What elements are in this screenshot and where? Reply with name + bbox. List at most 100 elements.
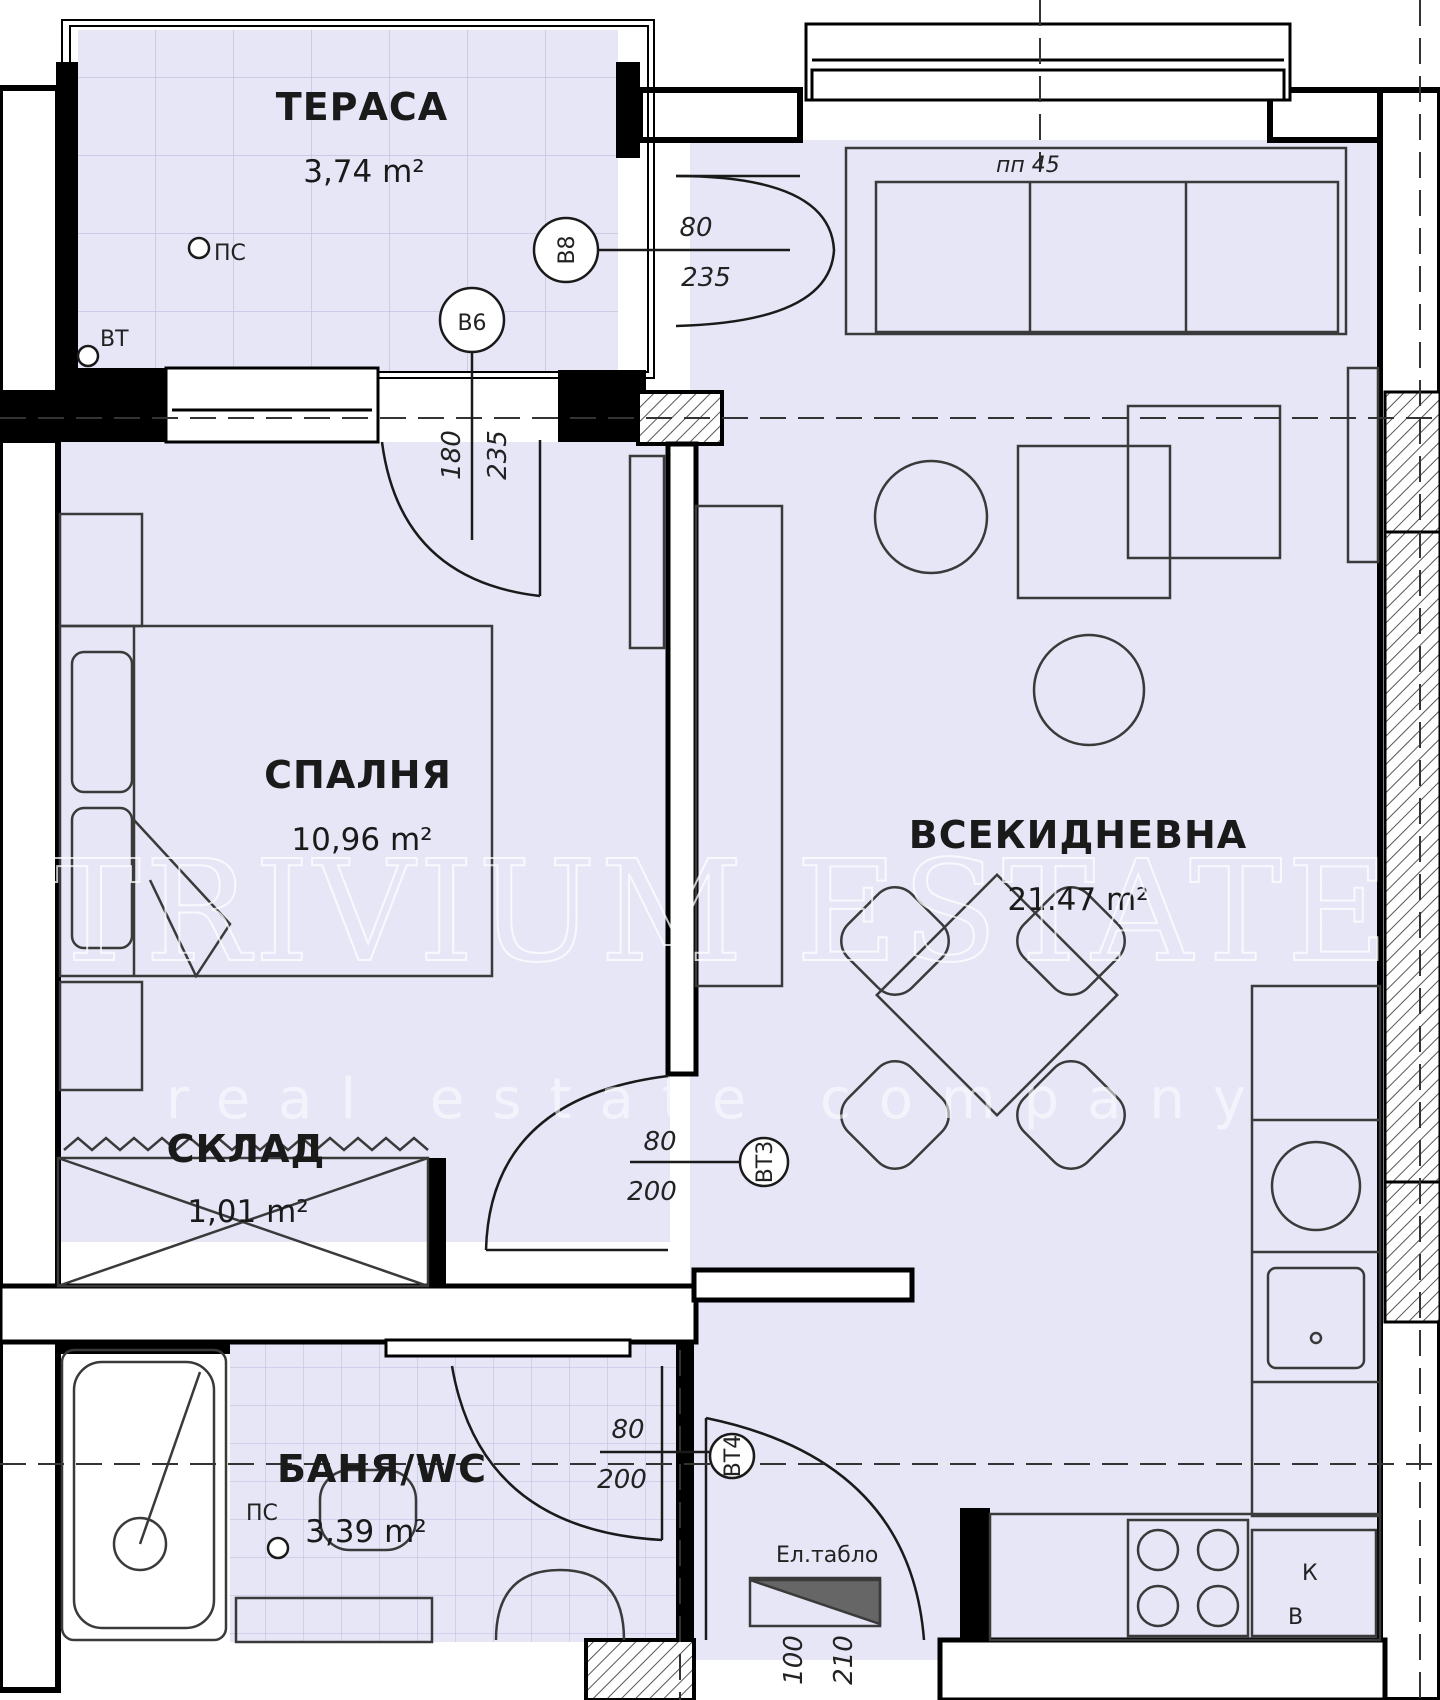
pouf-2 [1032,633,1146,747]
hob-burner-1 [1136,1528,1180,1572]
bath-left-wall [58,1342,230,1354]
room-area-storage: 1,01 m² [187,1194,309,1230]
door-b6-height: 235 [483,430,513,480]
window-bath [384,1338,632,1358]
sink-bowl [494,1568,626,1641]
shower-head [112,1516,168,1572]
door-b8-swing [675,174,836,328]
door-b8-width: 80 [679,213,712,243]
tag-bt4-circle [708,1432,756,1480]
door-bt4-swing [705,1416,926,1641]
room-name-storage: СКЛАД [167,1127,326,1171]
boiler-box [1250,1528,1378,1638]
door-bath-swing [450,1365,663,1542]
panel-height: 210 [829,1635,859,1685]
dining-table [875,873,1119,1117]
door-b8-code: В8 [555,235,580,264]
storage-right-wall [428,1158,446,1288]
bottom-wall-right [937,1637,1388,1700]
vt-terrace-label: ВТ [100,327,129,352]
bathtub [60,1348,228,1642]
room-name-bedroom: СПАЛНЯ [264,753,452,797]
living-top-wall [637,87,803,143]
storage-bottom-wall [0,1283,699,1345]
door-bt3-code: ВТ3 [753,1141,778,1184]
ps-bath-label: ПС [246,1501,278,1526]
bottom-wall-left [584,1638,696,1700]
room-area-terrace: 3,74 m² [303,154,425,190]
room-name-bathroom: БАНЯ/WC [277,1447,487,1491]
room-name-living: ВСЕКИДНЕВНА [909,813,1247,857]
door-bt3-height: 200 [627,1177,677,1207]
sink-drain [1309,1331,1323,1345]
watermark: TRIVIUM ESTATE real estate company [46,830,1389,1132]
nightstand-1 [58,512,144,628]
ac-bedroom [628,454,666,650]
storage-cross-2 [57,1156,429,1288]
chair-1 [840,886,950,996]
kitchen-end-wall [960,1508,990,1640]
chair-4 [1016,1060,1126,1170]
sill-label: пп 45 [996,153,1060,178]
walls [0,62,1440,1700]
door-bt4-height: 200 [597,1465,647,1495]
room-area-bedroom: 10,96 m² [291,822,432,858]
bed [58,624,494,978]
hob-burner-3 [1136,1584,1180,1628]
room-area-bathroom: 3,39 m² [305,1514,427,1550]
doors [380,174,926,1641]
bedroom-floor [58,442,670,1242]
table-back [1126,404,1282,560]
door-b8-height: 235 [681,263,731,293]
bedroom-top-wall-mid [558,370,646,442]
panel-width: 100 [779,1635,809,1685]
hob-burner-4 [1196,1584,1240,1628]
partition-bedroom-living [665,441,699,1077]
door-bt3-width: 80 [643,1127,676,1157]
door-bt4-width: 80 [611,1415,644,1445]
room-labels: ТЕРАСА 3,74 m² СПАЛНЯ 10,96 m² ВСЕКИДНЕВ… [167,85,1247,1550]
door-b6-width: 180 [437,430,467,480]
furniture [56,146,1382,1644]
door-bt3-swing [484,1074,669,1251]
ps-terrace-label: ПС [214,241,246,266]
ps-terrace-icon [187,236,211,260]
kitchen-sink [1266,1266,1366,1370]
left-wall [0,85,61,446]
sofa [844,146,1348,336]
right-wall-hatch-3 [1383,1180,1440,1324]
door-b6-swing [380,441,541,598]
shower-hose [138,1371,202,1545]
bathroom-floor [230,1342,680,1642]
door-dimensions: В8 80 235 В6 180 235 ВТ3 80 200 ВТ4 80 2… [437,213,859,1685]
right-wall-hatch-1 [1383,390,1440,534]
nightstand-2 [58,980,144,1092]
ps-bath-icon [266,1536,290,1560]
ac-living [1346,366,1380,564]
small-tags: ПС ВТ пп 45 ПС Ел.табло В К [100,153,1318,1630]
chair-3 [840,1060,950,1170]
kitchen-counter-bottom [988,1512,1382,1642]
storage-box [56,1156,430,1288]
sofa-seat [874,180,1340,334]
storage-zigzag [63,1136,429,1152]
vt-terrace-icon [76,344,100,368]
watermark-tagline: real estate company [166,1067,1274,1132]
left-wall-main [0,437,61,1693]
windows [61,19,1292,1358]
chair-2 [1016,886,1126,996]
door-tags [76,216,790,1560]
hob [1126,1518,1250,1638]
washbasin-cabinet [234,1596,434,1644]
hob-burner-2 [1196,1528,1240,1572]
door-bt4-code: ВТ4 [721,1435,746,1478]
toilet [318,1468,418,1552]
bedroom-top-wall [0,390,170,442]
room-area-living: 21.47 m² [1007,882,1148,918]
table-front [1016,444,1172,600]
terrace-parapet-right [616,62,640,158]
window-living-top-inner [810,68,1286,102]
el-panel-box [748,1576,882,1628]
right-wall-hatch-2 [1383,530,1440,1184]
